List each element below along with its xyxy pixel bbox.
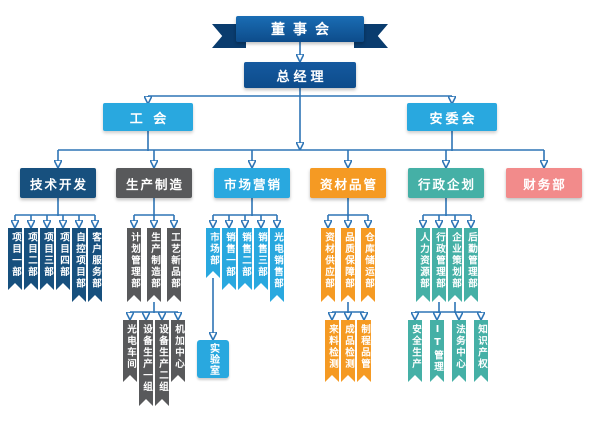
- pennant-label: 机加中心: [173, 324, 184, 370]
- dept-production: 生产制造: [116, 168, 192, 198]
- pennant-node: 项目四部: [56, 228, 70, 290]
- pennant-label: 销售二部: [240, 232, 251, 278]
- pennant-node: 安全生产: [408, 320, 422, 382]
- pennant-node: 销售一部: [222, 228, 236, 290]
- pennant-label: 资材供应部: [323, 232, 334, 290]
- pennant-label: 工艺新品部: [169, 232, 180, 290]
- pennant-label: 仓库储运部: [363, 232, 374, 290]
- pennant-node: 制程品管: [357, 320, 371, 382]
- pennant-label: 制程品管: [359, 324, 370, 370]
- pennant-node: 光电车间: [123, 320, 137, 382]
- pennant-label: 销售三部: [256, 232, 267, 278]
- pennant-label: 行政管理部: [434, 232, 445, 290]
- pennant-label: 市场部: [208, 232, 219, 267]
- pennant-label: 成品检测: [343, 324, 354, 370]
- pennant-label: 企业策划部: [450, 232, 461, 290]
- pennant-label: 项目四部: [58, 232, 69, 278]
- dept-materials-qc: 资材品管: [310, 168, 386, 198]
- labor-union-node: 工 会: [103, 103, 193, 131]
- pennant-node: 企业策划部: [448, 228, 462, 302]
- pennant-node: 项目二部: [24, 228, 38, 290]
- pennant-label: 人力资源部: [418, 232, 429, 290]
- pennant-node: 成品检测: [341, 320, 355, 382]
- pennant-node: 项目三部: [40, 228, 54, 290]
- pennant-node: 销售二部: [238, 228, 252, 290]
- pennant-node: 仓库储运部: [361, 228, 375, 302]
- pennant-node: 品质保障部: [341, 228, 355, 302]
- pennant-node: 销售三部: [254, 228, 268, 290]
- pennant-node: 市场部: [206, 228, 220, 278]
- pennant-node: 资材供应部: [321, 228, 335, 302]
- laboratory-node: 实验室: [197, 340, 229, 378]
- pennant-node: 生产制造部: [147, 228, 161, 302]
- pennant-label: 生产制造部: [149, 232, 160, 290]
- pennant-node: 知识产权: [474, 320, 488, 382]
- pennant-label: IT管理: [432, 324, 443, 373]
- pennant-node: 设备生产一组: [139, 320, 153, 406]
- pennant-node: 法务中心: [452, 320, 466, 382]
- pennant-label: 后勤管理部: [466, 232, 477, 290]
- pennant-node: 项目一部: [8, 228, 22, 290]
- pennant-node: 行政管理部: [432, 228, 446, 302]
- general-manager-node: 总经理: [244, 62, 356, 88]
- board-of-directors-node: 董事会: [236, 16, 364, 42]
- pennant-label: 来料检测: [327, 324, 338, 370]
- dept-tech-development: 技术开发: [20, 168, 96, 198]
- pennant-label: 客户服务部: [90, 232, 101, 290]
- pennant-label: 品质保障部: [343, 232, 354, 290]
- pennant-label: 销售一部: [224, 232, 235, 278]
- pennant-label: 安全生产: [410, 324, 421, 370]
- pennant-label: 设备生产二组: [157, 324, 168, 393]
- dept-admin-planning: 行政企划: [408, 168, 484, 198]
- pennant-node: 自控项目部: [72, 228, 86, 302]
- dept-finance: 财务部: [506, 168, 582, 198]
- pennant-node: 计划管理部: [127, 228, 141, 302]
- pennant-label: 项目二部: [26, 232, 37, 278]
- pennant-node: 客户服务部: [88, 228, 102, 302]
- pennant-label: 法务中心: [454, 324, 465, 370]
- pennant-node: 来料检测: [325, 320, 339, 382]
- pennant-label: 知识产权: [476, 324, 487, 370]
- pennant-label: 光电车间: [125, 324, 136, 370]
- pennant-label: 项目三部: [42, 232, 53, 278]
- pennant-node: 后勤管理部: [464, 228, 478, 302]
- pennant-label: 自控项目部: [74, 232, 85, 290]
- pennant-node: 工艺新品部: [167, 228, 181, 302]
- pennant-label: 光电销售部: [272, 232, 283, 290]
- safety-committee-node: 安委会: [407, 103, 497, 131]
- pennant-label: 计划管理部: [129, 232, 140, 290]
- pennant-node: 机加中心: [171, 320, 185, 382]
- pennant-node: 光电销售部: [270, 228, 284, 302]
- pennant-node: IT管理: [430, 320, 444, 382]
- laboratory-label: 实验室: [207, 342, 219, 376]
- pennant-node: 人力资源部: [416, 228, 430, 302]
- pennant-label: 项目一部: [10, 232, 21, 278]
- dept-marketing: 市场营销: [214, 168, 290, 198]
- pennant-node: 设备生产二组: [155, 320, 169, 406]
- pennant-label: 设备生产一组: [141, 324, 152, 393]
